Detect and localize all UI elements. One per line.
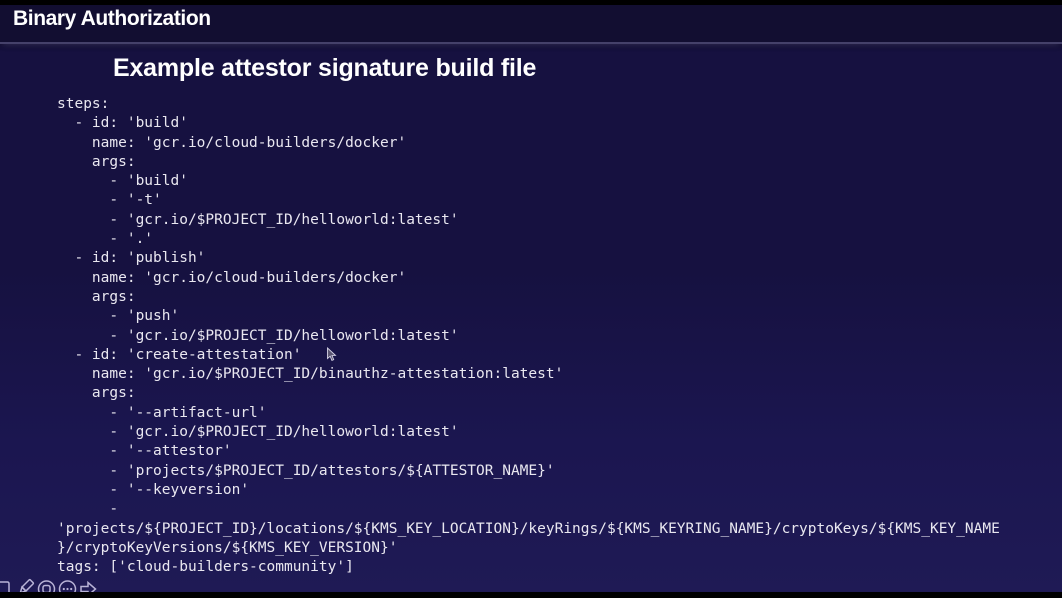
code-line: name: 'gcr.io/$PROJECT_ID/binauthz-attes… bbox=[57, 366, 564, 383]
code-line: - '.' bbox=[57, 231, 154, 248]
code-line: - id: 'publish' bbox=[57, 250, 206, 267]
code-line: - 'push' bbox=[57, 308, 180, 325]
bottom-letterbox-bar bbox=[0, 592, 1062, 598]
code-line: - 'gcr.io/$PROJECT_ID/helloworld:latest' bbox=[57, 327, 459, 344]
code-line: 'projects/${PROJECT_ID}/locations/${KMS_… bbox=[57, 520, 1000, 537]
code-line: - '-t' bbox=[57, 192, 162, 209]
code-line: - id: 'create-attestation' bbox=[57, 346, 302, 363]
code-line: tags: ['cloud-builders-community'] bbox=[57, 559, 354, 576]
code-line: args: bbox=[57, 385, 136, 402]
code-line: - 'gcr.io/$PROJECT_ID/helloworld:latest' bbox=[57, 424, 459, 441]
window-title: Binary Authorization bbox=[13, 7, 211, 30]
code-line: - 'gcr.io/$PROJECT_ID/helloworld:latest' bbox=[57, 211, 459, 228]
code-line: name: 'gcr.io/cloud-builders/docker' bbox=[57, 269, 407, 286]
code-line: - bbox=[57, 501, 119, 518]
code-line: - id: 'build' bbox=[57, 115, 188, 132]
code-line: args: bbox=[57, 288, 136, 305]
slide-heading: Example attestor signature build file bbox=[113, 54, 537, 82]
header-band bbox=[0, 5, 1062, 44]
code-block: steps: - id: 'build' name: 'gcr.io/cloud… bbox=[57, 95, 1000, 577]
code-line: args: bbox=[57, 153, 136, 170]
slide-background bbox=[0, 5, 1062, 592]
annotation-toolbar bbox=[0, 576, 99, 598]
pencil-icon[interactable] bbox=[15, 576, 36, 598]
code-line: steps: bbox=[57, 96, 110, 112]
code-line: - '--artifact-url' bbox=[57, 404, 267, 421]
code-line: }/cryptoKeyVersions/${KMS_KEY_VERSION}' bbox=[57, 539, 398, 556]
code-line: - 'build' bbox=[57, 173, 188, 190]
code-line: - '--keyversion' bbox=[57, 481, 250, 498]
code-line: - '--attestor' bbox=[57, 443, 232, 460]
code-line: - 'projects/$PROJECT_ID/attestors/${ATTE… bbox=[57, 462, 555, 479]
code-line: name: 'gcr.io/cloud-builders/docker' bbox=[57, 134, 407, 151]
